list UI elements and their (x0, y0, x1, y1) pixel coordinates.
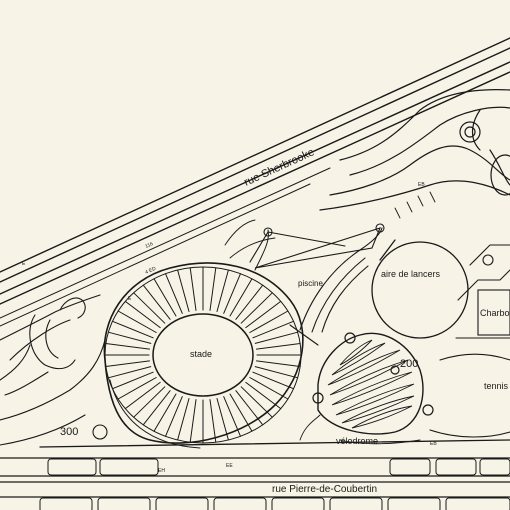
stade-rib (254, 366, 299, 379)
label-tennis: tennis (484, 381, 509, 391)
stade-rib (117, 377, 157, 400)
stade-rib (252, 371, 294, 390)
stade-rib (165, 273, 183, 314)
label-rue-sherbrooke: rue Sherbrooke (242, 146, 316, 188)
velodrome-fin (331, 342, 386, 376)
left-complex (0, 294, 108, 446)
stade-rib (252, 320, 294, 339)
stade-rib (240, 386, 273, 418)
stade-rib (165, 396, 183, 437)
stade-outer-shell (103, 262, 304, 444)
stade-rib (177, 398, 190, 441)
label-code-48: 4 ED (144, 266, 157, 276)
stade-rib (216, 269, 229, 312)
stade-rib (209, 399, 217, 443)
stade-rib (142, 284, 171, 320)
stade-rib (223, 273, 241, 314)
velodrome-fin (335, 383, 415, 416)
stade-building (103, 229, 304, 449)
stade-rib (249, 310, 289, 333)
rue-pierre-de-coubertin-road (0, 439, 510, 498)
velodrome-building (312, 332, 434, 435)
stade-rib (256, 343, 301, 350)
stade-rib (133, 386, 166, 418)
stade-rib (112, 371, 154, 390)
upper-right-interchange (319, 89, 510, 211)
stade-rib (216, 398, 229, 441)
stade-rib (112, 320, 154, 339)
label-code-ee: EE (226, 463, 233, 469)
stade-outer-ring (104, 266, 302, 444)
stade-rib (235, 390, 264, 426)
stade-rib (124, 381, 161, 410)
stade-rib (254, 331, 299, 344)
right-buildings (429, 244, 510, 438)
stade-rib (229, 278, 253, 317)
stade-rib (142, 390, 171, 426)
label-aire-de-lancers: aire de lancers (381, 269, 441, 279)
stade-rib (107, 366, 152, 379)
stade-rib (249, 377, 289, 400)
label-e-left: E (22, 261, 26, 267)
stade-rib (189, 267, 197, 311)
stade-rib (245, 300, 282, 329)
stade-rib (124, 300, 161, 329)
stade-field (152, 313, 254, 397)
label-eh-bottom: EH (158, 468, 165, 474)
stade-rib (235, 284, 264, 320)
stade-rib (105, 343, 150, 350)
label-stade: stade (190, 349, 212, 359)
stade-rib (107, 331, 152, 344)
velodrome-fin (351, 405, 413, 429)
aire-de-lancers-field (371, 239, 469, 339)
stade-rib (177, 269, 190, 312)
velodrome-fin (331, 371, 413, 406)
stade-rib (117, 310, 157, 333)
label-300: 300 (60, 426, 78, 438)
stade-rib (245, 381, 282, 410)
stade-rib (133, 292, 166, 324)
stade-rib (153, 278, 177, 317)
stade-rib (256, 360, 301, 367)
stade-rib (189, 399, 197, 443)
label-charbo: Charbo (480, 308, 510, 318)
stade-rib (153, 393, 177, 432)
stade-ribs (104, 266, 302, 444)
velodrome-fin (327, 349, 401, 386)
velodrome-fin (339, 339, 373, 366)
label-eb-mid: EB (418, 182, 425, 188)
velodrome-fins (327, 339, 415, 429)
label-code-116: 116 (144, 241, 154, 250)
label-e-top: E (128, 296, 132, 302)
stade-rib (240, 292, 273, 324)
stade-rib (105, 360, 150, 367)
stade-rib (223, 396, 241, 437)
label-rue-pierre-de-coubertin: rue Pierre-de-Coubertin (272, 484, 377, 495)
stade-rib (229, 393, 253, 432)
label-piscine: piscine (298, 279, 323, 288)
label-eb-right: EB (430, 441, 437, 447)
velodrome-fin (329, 359, 409, 396)
velodrome-fin (341, 395, 415, 424)
bottom-parking-bays (39, 458, 510, 510)
label-200: 200 (400, 358, 418, 370)
piscine-building (249, 223, 385, 346)
walkways (224, 191, 436, 445)
label-velodrome: vélodrome (336, 436, 378, 446)
rue-sherbrooke-road (0, 37, 510, 327)
stade-rib (209, 267, 217, 311)
